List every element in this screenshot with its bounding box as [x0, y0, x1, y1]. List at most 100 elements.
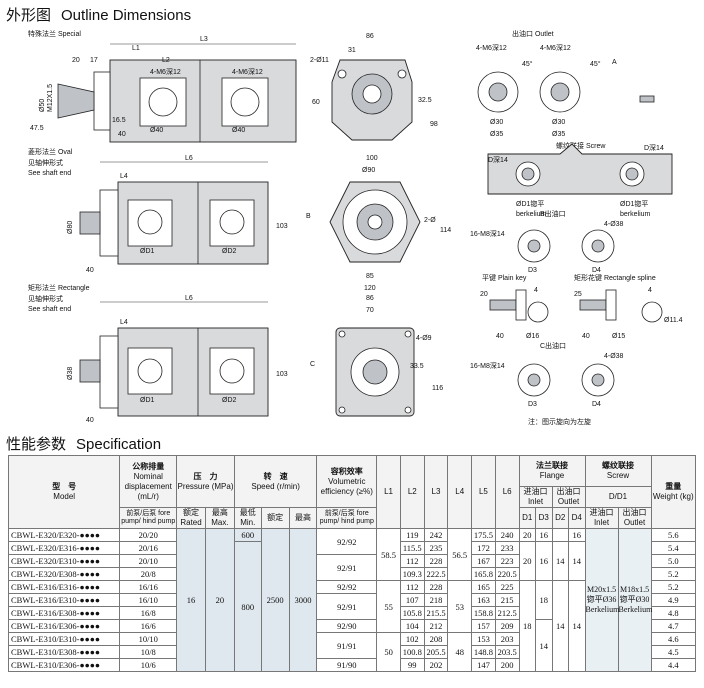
table-row: CBWL-E320/E310-●●●● 20/10 92/91 112 228 … — [7, 554, 697, 581]
svg-text:70: 70 — [366, 307, 374, 314]
svg-text:31: 31 — [348, 47, 356, 54]
rectangle-label: 矩形法兰 Rectangle — [28, 283, 90, 292]
header-speed-rated: 额定 — [260, 507, 290, 529]
svg-text:Ø16: Ø16 — [526, 333, 539, 340]
svg-text:4-M6深12: 4-M6深12 — [150, 67, 181, 76]
svg-text:2-Ø: 2-Ø — [424, 217, 436, 224]
svg-text:M12X1.5: M12X1.5 — [47, 84, 54, 112]
svg-text:ØD2: ØD2 — [222, 397, 237, 404]
svg-text:矩形花键 Rectangle spline: 矩形花键 Rectangle spline — [574, 273, 656, 282]
header-l4: L4 — [447, 455, 473, 529]
svg-text:40: 40 — [118, 131, 126, 138]
svg-text:B出油口: B出油口 — [540, 209, 566, 218]
header-d1: D1 — [518, 507, 537, 529]
svg-text:ØD2: ØD2 — [222, 248, 237, 255]
svg-text:4-Ø38: 4-Ø38 — [604, 353, 624, 360]
svg-text:4: 4 — [534, 287, 538, 294]
svg-text:ØD1: ØD1 — [140, 248, 155, 255]
header-l5: L5 — [471, 455, 496, 529]
header-d4: D4 — [568, 507, 586, 529]
header-l2: L2 — [399, 455, 425, 529]
header-disp-sub: 前泵/后泵 fore pump/ hind pump — [119, 507, 178, 529]
svg-text:出油口 Outlet: 出油口 Outlet — [512, 29, 554, 38]
screw-connection-detail: 螺纹联接 Screw D深14 D深14 ØD1锪平 berkelium ØD1… — [487, 141, 673, 218]
svg-text:D4: D4 — [592, 267, 601, 274]
svg-text:86: 86 — [366, 295, 374, 302]
svg-text:L4: L4 — [120, 173, 128, 180]
shaft-end-detail: 平键 Plain key 矩形花键 Rectangle spline 20 25… — [480, 273, 683, 340]
svg-text:4-Ø38: 4-Ø38 — [604, 221, 624, 228]
header-screw-d: D/D1 — [584, 486, 652, 508]
outlet-c-detail: C出油口 16-M8深14 4-Ø38 D3 D4 — [470, 341, 624, 408]
svg-text:Ø40: Ø40 — [232, 127, 245, 134]
svg-text:See shaft end: See shaft end — [28, 170, 71, 177]
svg-text:平键 Plain key: 平键 Plain key — [482, 273, 527, 282]
svg-text:D深14: D深14 — [644, 143, 664, 152]
special-front-view: 86 31 2-Ø11 60 32.5 98 — [310, 33, 438, 141]
svg-text:33.5: 33.5 — [410, 363, 424, 370]
svg-text:D4: D4 — [592, 401, 601, 408]
svg-text:45°: 45° — [590, 60, 601, 68]
svg-text:17: 17 — [90, 57, 98, 64]
table-row: CBWL-E316/E306-●●●● 16/6 92/90 104 212 1… — [7, 619, 697, 672]
svg-text:berkelium: berkelium — [620, 211, 651, 218]
svg-text:40: 40 — [86, 417, 94, 424]
table-row: CBWL-E316/E310-●●●● 16/10 92/91 107 218 … — [7, 593, 697, 620]
svg-text:B: B — [306, 213, 311, 220]
svg-text:See shaft end: See shaft end — [28, 306, 71, 313]
svg-text:Ø30: Ø30 — [552, 119, 565, 126]
header-d3: D3 — [535, 507, 553, 529]
svg-text:Ø38: Ø38 — [67, 367, 74, 380]
rectangle-flange-view: 矩形法兰 Rectangle 见轴伸形式 See shaft end L6 L4… — [28, 283, 288, 424]
svg-text:47.5: 47.5 — [30, 125, 44, 132]
svg-text:20: 20 — [72, 57, 80, 64]
svg-text:见轴伸形式: 见轴伸形式 — [28, 294, 63, 303]
table-row: CBWL-E310/E306-●●●● 10/6 91/90 99 202 14… — [7, 658, 697, 672]
header-l1: L1 — [376, 455, 401, 529]
svg-text:Ø90: Ø90 — [362, 167, 375, 174]
svg-text:Ø35: Ø35 — [552, 131, 565, 138]
svg-text:L1: L1 — [132, 45, 140, 52]
svg-text:A: A — [612, 59, 617, 66]
svg-text:40: 40 — [86, 267, 94, 274]
svg-text:103: 103 — [276, 371, 288, 378]
svg-text:Ø40: Ø40 — [150, 127, 163, 134]
oval-label: 菱形法兰 Oval — [28, 147, 73, 156]
outlet-flange-detail: 出油口 Outlet 4-M6深12 4-M6深12 Ø30 Ø30 Ø35 Ø… — [476, 29, 655, 138]
svg-text:45°: 45° — [522, 60, 533, 68]
oval-front-view: 100 Ø90 2-Ø 114 85 120 B — [306, 155, 451, 292]
header-speed-max: 最高 — [288, 507, 318, 529]
table-row: CBWL-E310/E308-●●●● 10/8 100.8 205.5 148… — [7, 645, 697, 659]
svg-text:20: 20 — [480, 291, 488, 298]
svg-text:4-M6深12: 4-M6深12 — [540, 43, 571, 52]
svg-text:16-M8深14: 16-M8深14 — [470, 361, 505, 370]
svg-text:98: 98 — [430, 121, 438, 128]
svg-text:86: 86 — [366, 33, 374, 40]
svg-text:Ø80: Ø80 — [67, 221, 74, 234]
svg-text:螺纹联接 Screw: 螺纹联接 Screw — [556, 141, 606, 150]
svg-text:D深14: D深14 — [488, 155, 508, 164]
svg-text:103: 103 — [276, 223, 288, 230]
header-l6: L6 — [494, 455, 520, 529]
header-flange-outlet: 出油口 Outlet — [551, 486, 586, 508]
table-row: CBWL-E320/E320-●●●● 20/20 16 20 600 2500… — [7, 528, 697, 672]
svg-text:berkelium: berkelium — [516, 211, 547, 218]
svg-text:Ø11.4: Ø11.4 — [664, 317, 683, 324]
svg-text:60: 60 — [312, 99, 320, 106]
svg-text:2-Ø11: 2-Ø11 — [310, 57, 329, 64]
svg-text:100: 100 — [366, 155, 378, 162]
svg-text:4-Ø9: 4-Ø9 — [416, 335, 432, 342]
svg-text:Ø15: Ø15 — [612, 333, 625, 340]
svg-text:C: C — [310, 361, 315, 368]
svg-text:16.5: 16.5 — [112, 117, 126, 124]
